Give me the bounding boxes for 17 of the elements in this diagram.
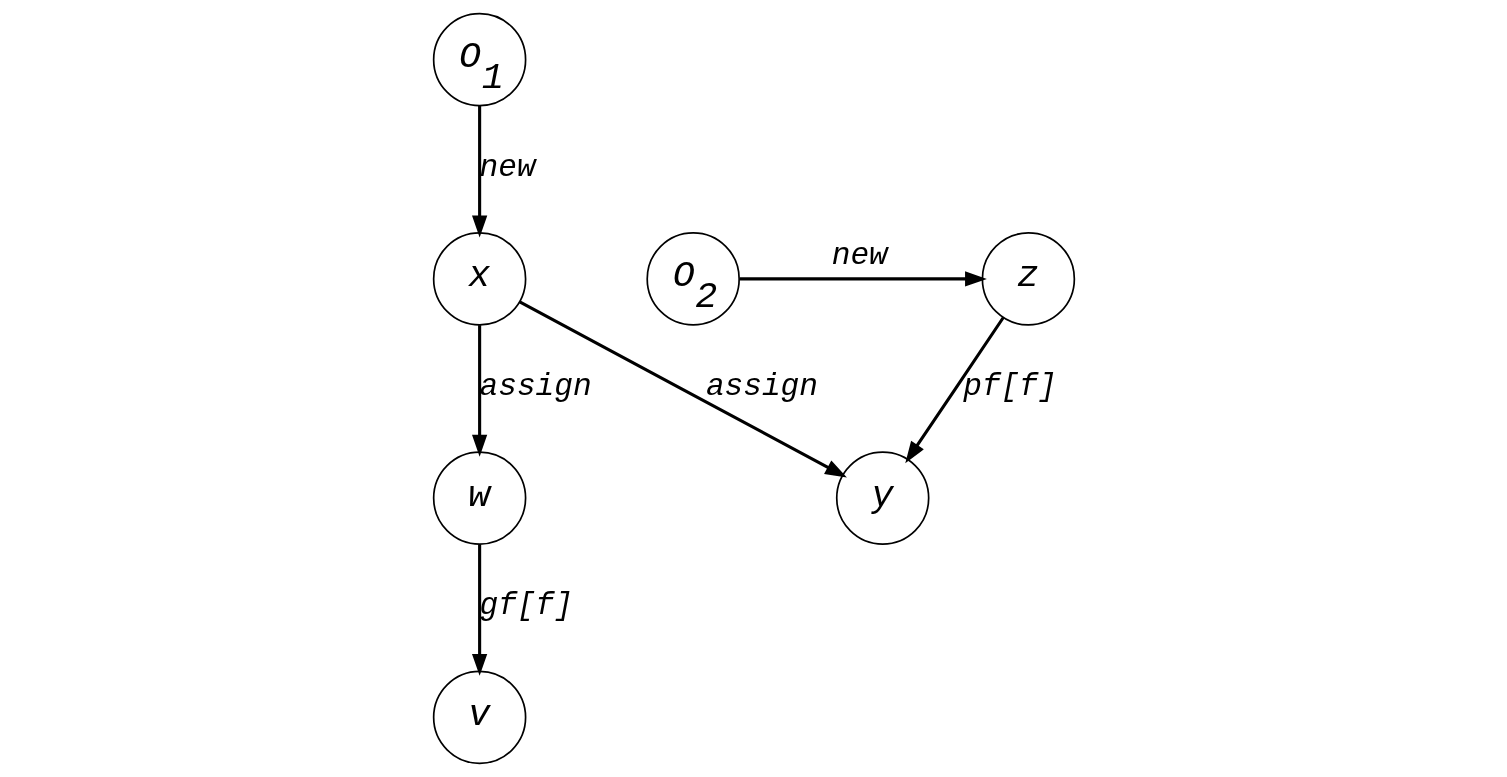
edge-label: new <box>479 149 536 185</box>
edge-label: new <box>831 238 888 274</box>
arrow <box>471 544 487 676</box>
arrow <box>471 325 487 457</box>
arrow <box>904 316 1005 464</box>
arrow <box>518 300 847 478</box>
node-circle: z <box>981 232 1075 326</box>
node-circle: y <box>835 451 929 545</box>
node-circle: x <box>432 232 526 326</box>
node-circle: w <box>432 451 526 545</box>
node-circle: v <box>432 670 526 765</box>
edge-label: pf[f] <box>962 369 1057 405</box>
arrow <box>739 271 987 287</box>
edge-label: assign <box>479 369 592 405</box>
arrow <box>471 105 487 238</box>
edge-label: assign <box>705 369 818 405</box>
edge-label: gf[f] <box>479 588 573 624</box>
